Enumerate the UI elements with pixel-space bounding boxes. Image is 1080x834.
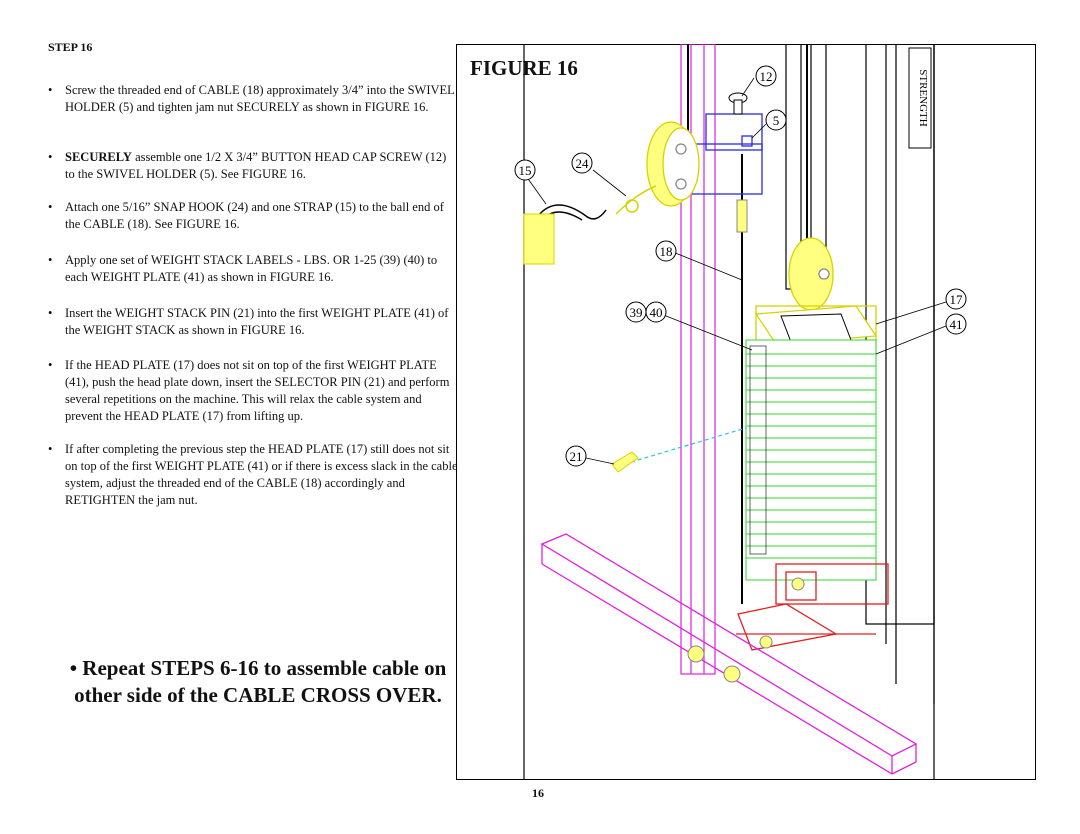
bullet-mark: • — [48, 200, 53, 214]
callout-18: 18 — [660, 244, 673, 259]
instruction-text: Apply one set of WEIGHT STACK LABELS - L… — [65, 253, 438, 284]
instruction-5: • Insert the WEIGHT STACK PIN (21) into … — [48, 305, 458, 339]
bolt — [759, 635, 773, 649]
callout-17: 17 — [950, 292, 964, 307]
jam-nut — [736, 199, 748, 233]
head-plate-cap — [780, 313, 852, 343]
callout-24: 24 — [576, 156, 590, 171]
callout-12-circle: 12 — [755, 65, 777, 87]
callout-41: 41 — [950, 317, 963, 332]
instruction-4: • Apply one set of WEIGHT STACK LABELS -… — [48, 252, 458, 286]
bolt — [723, 665, 741, 683]
brand-plate — [908, 47, 932, 149]
instruction-6: • If the HEAD PLATE (17) does not sit on… — [48, 357, 458, 425]
callout-5: 5 — [773, 113, 780, 128]
callout-15-circle: 15 — [514, 159, 536, 181]
instruction-2: • SECURELY assemble one 1/2 X 3/4” BUTTO… — [48, 149, 458, 183]
instruction-text: Insert the WEIGHT STACK PIN (21) into th… — [65, 306, 449, 337]
lower-pulley — [788, 237, 834, 311]
callout-40-circle: 40 — [645, 301, 667, 323]
weight-labels — [749, 345, 767, 555]
pin-path — [630, 427, 747, 463]
weight-plates — [746, 353, 876, 559]
instruction-3: • Attach one 5/16” SNAP HOOK (24) and on… — [48, 199, 458, 233]
instruction-text: If after completing the previous step th… — [65, 442, 458, 507]
callout-24-circle: 24 — [571, 152, 593, 174]
instruction-7: • If after completing the previous step … — [48, 441, 458, 509]
bullet-mark: • — [48, 442, 53, 456]
callout-21: 21 — [570, 449, 583, 464]
weight-stack — [745, 339, 877, 581]
bullet-mark: • — [48, 150, 53, 164]
bolt — [791, 577, 805, 591]
base-plate — [736, 563, 889, 651]
instruction-text: Screw the threaded end of CABLE (18) app… — [65, 83, 455, 114]
strap-handle — [523, 213, 555, 265]
callout-21-circle: 21 — [565, 445, 587, 467]
selector-pin — [611, 451, 639, 473]
callout-12: 12 — [760, 69, 773, 84]
callout-17-circle: 17 — [945, 288, 967, 310]
bolt — [687, 645, 705, 663]
step-heading: STEP 16 — [48, 40, 93, 54]
page-number: 16 — [532, 786, 544, 800]
instruction-text: If the HEAD PLATE (17) does not sit on t… — [65, 358, 450, 423]
callout-15: 15 — [519, 163, 532, 178]
figure-frame — [456, 44, 1036, 780]
callout-40: 40 — [650, 305, 663, 320]
pulley — [646, 121, 700, 207]
instruction-text: assemble one 1/2 X 3/4” BUTTON HEAD CAP … — [65, 150, 447, 181]
callouts: 12 5 24 15 18 39 40 17 41 21 — [514, 65, 967, 467]
base-beam — [540, 533, 918, 775]
repeat-steps-note: • Repeat STEPS 6-16 to assemble cable on… — [69, 656, 447, 707]
bullet-mark: • — [48, 253, 53, 267]
callout-5-circle: 5 — [765, 109, 787, 131]
callout-18-circle: 18 — [655, 240, 677, 262]
callout-39-circle: 39 — [625, 301, 647, 323]
callout-41-circle: 41 — [945, 313, 967, 335]
callout-39: 39 — [630, 305, 643, 320]
button-head-screw — [728, 92, 748, 115]
assembly-diagram: 12 5 24 15 18 39 40 17 41 21 STRENGTH — [514, 44, 967, 780]
instruction-emphasis: SECURELY — [65, 150, 132, 164]
bullet-mark: • — [48, 83, 53, 97]
figure-title: FIGURE 16 — [470, 56, 578, 80]
instruction-text: Attach one 5/16” SNAP HOOK (24) and one … — [65, 200, 444, 231]
swivel-holder — [691, 113, 763, 195]
bullet-mark: • — [48, 306, 53, 320]
instruction-1: • Screw the threaded end of CABLE (18) a… — [48, 82, 458, 116]
bullet-mark: • — [48, 358, 53, 372]
snap-hook — [615, 185, 657, 215]
callout-leaders — [525, 77, 947, 465]
column-lettering: STRENGTH — [917, 69, 929, 127]
